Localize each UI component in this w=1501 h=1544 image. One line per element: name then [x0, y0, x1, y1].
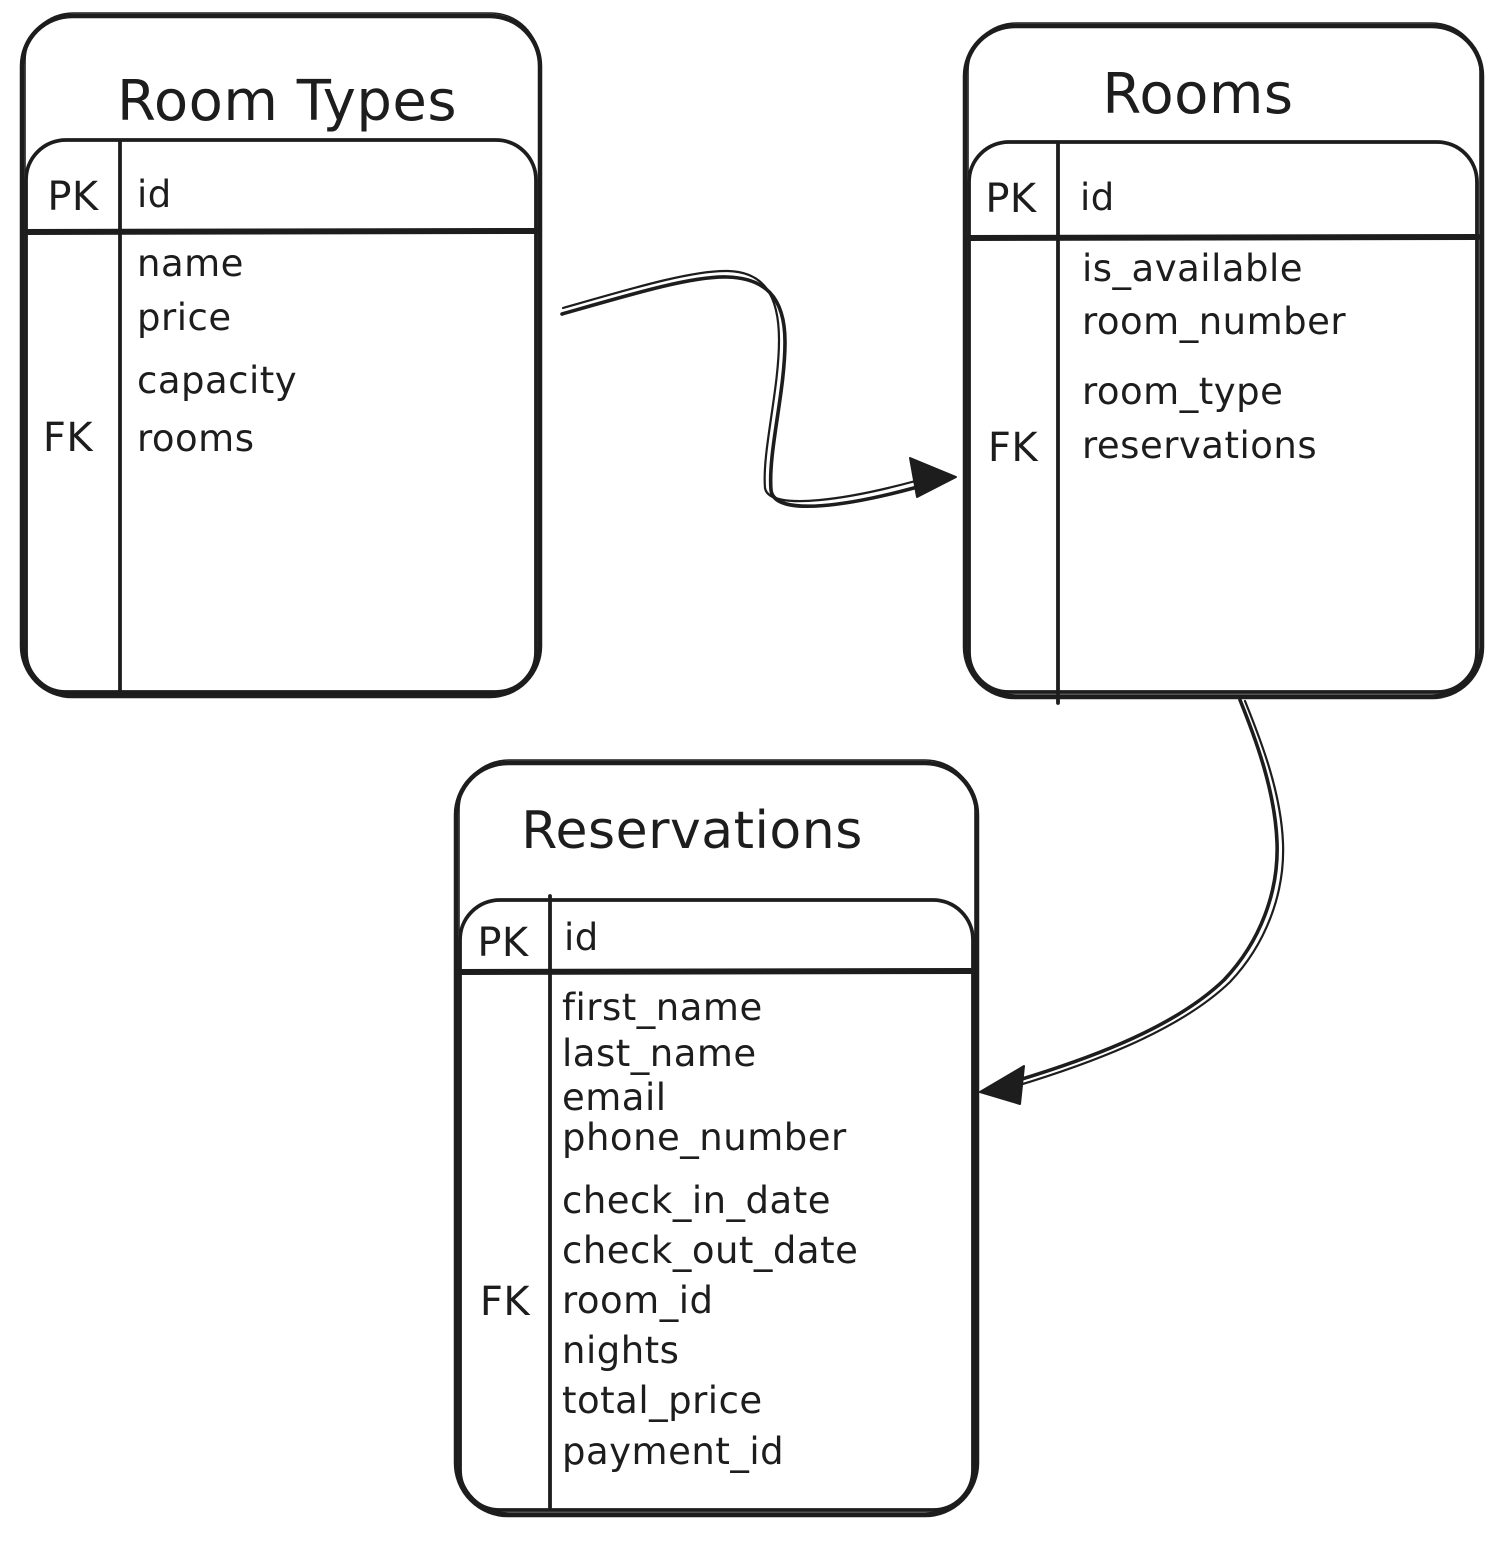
- entity-rooms-title: Rooms: [1102, 62, 1293, 127]
- entity-reservations-field-check-in-date: check_in_date: [562, 1179, 831, 1222]
- entity-reservations-pk-field: id: [564, 916, 599, 959]
- entity-rooms-field-reservations: reservations: [1082, 424, 1317, 467]
- entity-room-types: Room Types PK id name price capacity FK …: [19, 12, 543, 699]
- entity-rooms-field-room-number: room_number: [1082, 300, 1346, 343]
- entity-reservations-field-phone-number: phone_number: [562, 1116, 847, 1159]
- entity-rooms-field-room-type: room_type: [1082, 370, 1283, 413]
- entity-reservations-title: Reservations: [521, 801, 863, 861]
- entity-reservations-field-first-name: first_name: [562, 986, 763, 1029]
- entity-rooms: Rooms PK id is_available room_number roo…: [962, 22, 1485, 705]
- entity-reservations-header-separator: [455, 968, 974, 975]
- relationship-rooms-to-reservations: [979, 698, 1285, 1105]
- relationship-rooms-to-reservations-arrowhead: [979, 1065, 1025, 1105]
- entity-room-types-field-name: name: [137, 242, 244, 285]
- entity-reservations: Reservations PK id first_name last_name …: [453, 759, 980, 1518]
- relationship-room-types-to-rooms: [560, 269, 957, 509]
- entity-room-types-outline: [19, 13, 543, 699]
- entity-room-types-pk-badge: PK: [47, 174, 100, 220]
- entity-room-types-header-separator: [22, 228, 540, 235]
- entity-rooms-header-separator: [964, 234, 1481, 241]
- entity-reservations-field-nights: nights: [562, 1329, 679, 1372]
- relationship-room-types-to-rooms-line-sketch: [561, 269, 942, 503]
- relationship-rooms-to-reservations-line: [990, 698, 1279, 1090]
- relationship-room-types-to-rooms-line: [560, 275, 944, 509]
- entity-reservations-field-box: [458, 898, 975, 1512]
- entity-rooms-pk-badge: PK: [985, 176, 1038, 222]
- entity-reservations-pk-badge: PK: [477, 920, 530, 966]
- relationship-rooms-to-reservations-line-sketch: [994, 699, 1285, 1094]
- entity-room-types-fk-badge: FK: [43, 415, 95, 461]
- entity-rooms-field-box: [967, 140, 1479, 694]
- entity-reservations-field-check-out-date: check_out_date: [562, 1229, 858, 1272]
- entity-room-types-field-box: [24, 138, 538, 694]
- entity-room-types-field-rooms: rooms: [137, 417, 255, 460]
- entity-reservations-fk-badge: FK: [480, 1279, 532, 1325]
- entity-room-types-pk-field: id: [137, 173, 172, 216]
- entity-rooms-field-is-available: is_available: [1082, 247, 1303, 290]
- entity-reservations-field-last-name: last_name: [562, 1032, 757, 1075]
- entity-rooms-fk-badge: FK: [988, 425, 1040, 471]
- entity-reservations-outline: [453, 760, 980, 1518]
- entity-reservations-field-total-price: total_price: [562, 1379, 763, 1422]
- relationship-room-types-to-rooms-arrowhead: [909, 457, 957, 498]
- entity-room-types-field-capacity: capacity: [137, 359, 297, 402]
- entity-reservations-field-email: email: [562, 1076, 667, 1119]
- entity-rooms-pk-field: id: [1080, 176, 1115, 219]
- entity-room-types-title: Room Types: [117, 69, 457, 134]
- entity-reservations-field-room-id: room_id: [562, 1279, 713, 1322]
- entity-rooms-outline: [962, 23, 1485, 700]
- entity-reservations-field-payment-id: payment_id: [562, 1430, 784, 1473]
- entity-room-types-field-price: price: [137, 296, 232, 339]
